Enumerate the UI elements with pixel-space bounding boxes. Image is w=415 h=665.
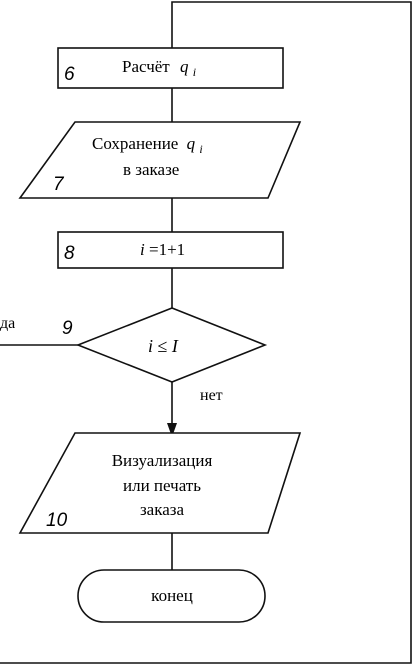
block-10-line3: заказа <box>140 500 185 519</box>
block-7-number: 7 <box>53 174 65 195</box>
svg-text:Сохранение q i: Сохранение q i <box>92 134 203 156</box>
svg-text:i =1+1: i =1+1 <box>140 240 185 259</box>
block-7: 7 Сохранение q i в заказе <box>18 121 302 199</box>
block-6-text: Расчёт <box>122 57 170 76</box>
block-9-number: 9 <box>62 318 73 339</box>
block-7-line1: Сохранение <box>92 134 178 153</box>
arrowhead <box>167 423 177 437</box>
block-9: 9 i ≤ I <box>62 307 268 383</box>
block-6: 6 Расчёт q i <box>57 47 284 89</box>
block-8: 8 i =1+1 <box>57 231 284 269</box>
end-label: конец <box>151 586 193 605</box>
block-6-var: q <box>180 57 189 76</box>
block-10-line1: Визуализация <box>112 451 213 470</box>
block-8-expr: =1+1 <box>149 240 185 259</box>
block-6-sub: i <box>193 65 196 79</box>
block-10-line2: или печать <box>123 476 201 495</box>
block-10: 10 Визуализация или печать заказа <box>18 432 302 534</box>
block-7-sub: i <box>199 142 202 156</box>
block-6-number: 6 <box>64 64 75 85</box>
block-7-line2: в заказе <box>123 160 179 179</box>
svg-text:i ≤ I: i ≤ I <box>148 336 179 356</box>
block-8-number: 8 <box>64 243 75 264</box>
branch-no-label: нет <box>200 387 223 404</box>
block-8-var: i <box>140 240 145 259</box>
block-9-op: ≤ <box>158 336 172 356</box>
block-9-bound: I <box>171 336 179 356</box>
svg-text:Расчёт q i: Расчёт q i <box>122 57 196 79</box>
branch-yes-label: да <box>0 315 15 332</box>
block-7-var: q <box>187 134 196 153</box>
block-10-number: 10 <box>46 510 68 531</box>
block-9-var: i <box>148 336 153 356</box>
block-end: конец <box>77 569 266 623</box>
